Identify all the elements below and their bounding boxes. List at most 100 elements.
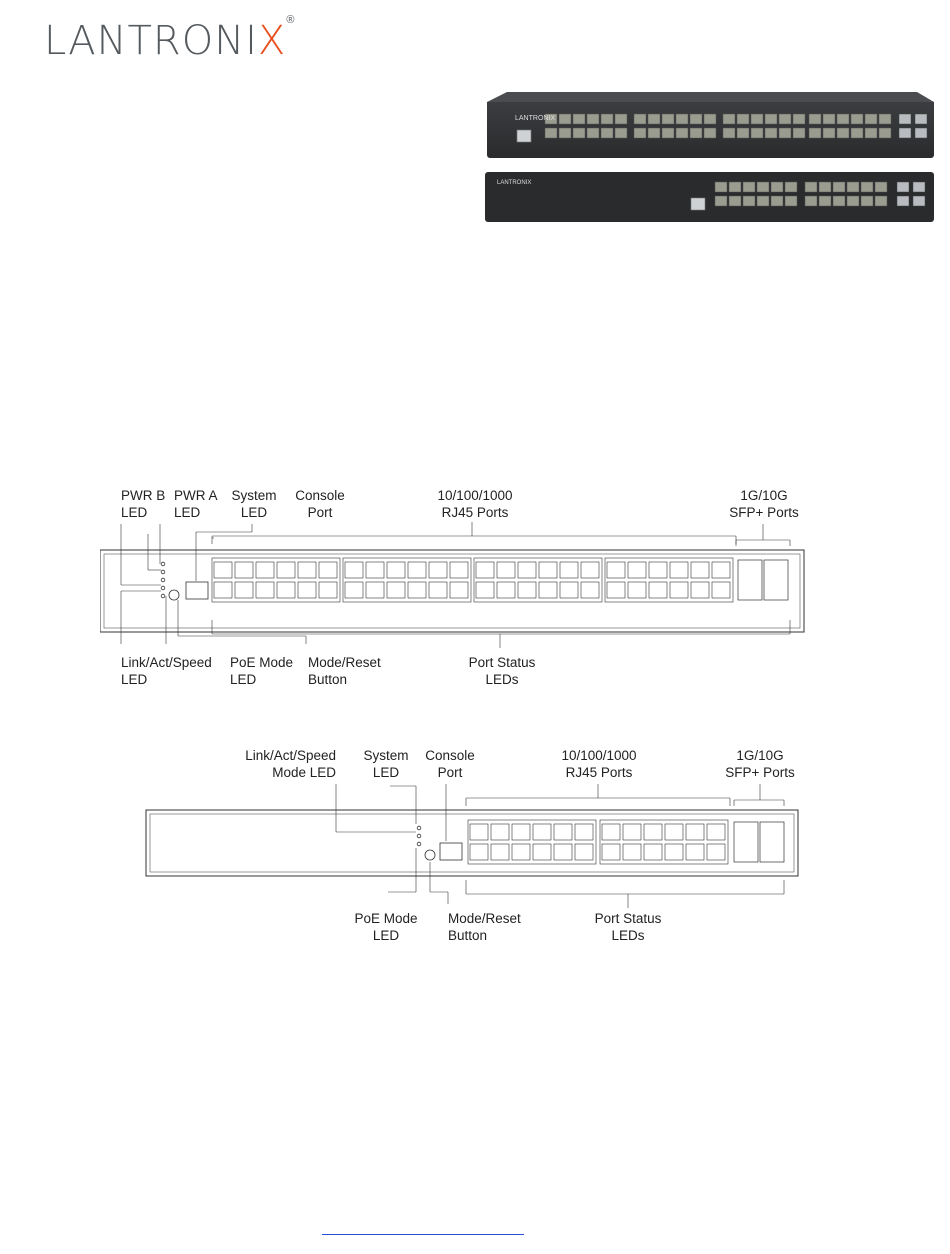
rj45-port — [318, 561, 338, 579]
rj45-port — [742, 195, 756, 207]
callout-sfp-ports: 1G/10G SFP+ Ports — [729, 488, 799, 520]
port-block — [467, 819, 597, 865]
registered-mark: ® — [286, 14, 295, 26]
rj45-port — [850, 113, 864, 125]
rj45-port — [614, 127, 628, 139]
rj45-port — [606, 581, 626, 599]
rj45-port — [553, 843, 573, 861]
rj45-port — [689, 113, 703, 125]
rj45-port — [784, 181, 798, 193]
photo-top-brand: LANTRONIX — [515, 115, 555, 122]
rj45-port — [685, 823, 705, 841]
rj45-port — [736, 127, 750, 139]
lantronix-logo: LANTRONIX® — [44, 14, 294, 64]
rj45-port — [648, 581, 668, 599]
rj45-port — [586, 127, 600, 139]
rj45-port — [386, 581, 406, 599]
rj45-port — [664, 823, 684, 841]
rj45-port — [558, 127, 572, 139]
logo-wordmark: LANTRONIX — [44, 18, 287, 64]
rj45-port — [407, 581, 427, 599]
rj45-port — [669, 561, 689, 579]
callout-poe-mode-led: PoE Mode LED — [354, 911, 418, 943]
rj45-port — [213, 561, 233, 579]
rj45-port — [742, 181, 756, 193]
rj45-port — [538, 581, 558, 599]
rj45-port — [511, 823, 531, 841]
callout-link-act-speed-led: Link/Act/Speed LED — [121, 655, 212, 687]
rj45-port — [475, 561, 495, 579]
rj45-port — [711, 561, 731, 579]
rj45-port — [846, 195, 860, 207]
rj45-port — [365, 561, 385, 579]
rj45-port — [736, 113, 750, 125]
rj45-port — [728, 181, 742, 193]
rj45-port — [622, 843, 642, 861]
rj45-port — [558, 113, 572, 125]
callout-pwr-a-led: PWR A LED — [174, 488, 218, 520]
rj45-port — [234, 581, 254, 599]
rj45-port — [344, 581, 364, 599]
rj45-port — [690, 581, 710, 599]
rj45-port — [234, 561, 254, 579]
rj45-port — [633, 127, 647, 139]
callout-pwr-b-led: PWR B LED — [121, 488, 166, 520]
rj45-port — [532, 823, 552, 841]
callout-sfp-ports: 1G/10G SFP+ Ports — [725, 748, 795, 780]
footer-link[interactable] — [322, 1224, 524, 1235]
rj45-port — [428, 581, 448, 599]
rj45-port — [728, 195, 742, 207]
rj45-port — [490, 843, 510, 861]
rj45-port — [553, 823, 573, 841]
rj45-port — [756, 181, 770, 193]
rj45-port — [469, 843, 489, 861]
rj45-port — [703, 127, 717, 139]
callout-port-status-leds: Port Status LEDs — [594, 911, 662, 943]
rj45-port — [764, 127, 778, 139]
port-block — [473, 557, 603, 603]
rj45-port — [648, 561, 668, 579]
rj45-port — [778, 113, 792, 125]
rj45-port — [627, 561, 647, 579]
rj45-port — [574, 843, 594, 861]
rj45-port — [572, 113, 586, 125]
rj45-port — [517, 581, 537, 599]
rj45-port — [685, 843, 705, 861]
rj45-port — [690, 561, 710, 579]
rj45-port — [832, 195, 846, 207]
rj45-port — [365, 581, 385, 599]
rj45-port — [832, 181, 846, 193]
rj45-port — [764, 113, 778, 125]
rj45-port — [469, 823, 489, 841]
rj45-port — [511, 843, 531, 861]
rj45-port — [318, 581, 338, 599]
rj45-port — [633, 113, 647, 125]
rj45-port — [600, 113, 614, 125]
rj45-port — [559, 581, 579, 599]
rj45-port — [496, 561, 516, 579]
rj45-port — [778, 127, 792, 139]
rj45-port — [490, 823, 510, 841]
rj45-port — [643, 823, 663, 841]
rj45-port — [574, 823, 594, 841]
rj45-port — [822, 113, 836, 125]
rj45-port — [297, 561, 317, 579]
rj45-port — [874, 195, 888, 207]
rj45-port — [661, 127, 675, 139]
rj45-port — [559, 561, 579, 579]
rj45-port — [714, 181, 728, 193]
rj45-port — [706, 843, 726, 861]
callout-port-status-leds: Port Status LEDs — [468, 655, 536, 687]
rj45-port — [276, 561, 296, 579]
callout-rj45-ports: 10/100/1000 RJ45 Ports — [437, 488, 513, 520]
rj45-port — [750, 113, 764, 125]
rj45-port — [407, 561, 427, 579]
rj45-port — [627, 581, 647, 599]
front-panel-diagram-48-port: PWR B LED PWR A LED System LED Console P… — [100, 484, 820, 694]
port-block — [342, 557, 472, 603]
callout-mode-reset-button: Mode/Reset Button — [448, 911, 521, 943]
rj45-port — [689, 127, 703, 139]
rj45-port — [808, 127, 822, 139]
rj45-port — [722, 113, 736, 125]
rj45-port — [544, 113, 558, 125]
